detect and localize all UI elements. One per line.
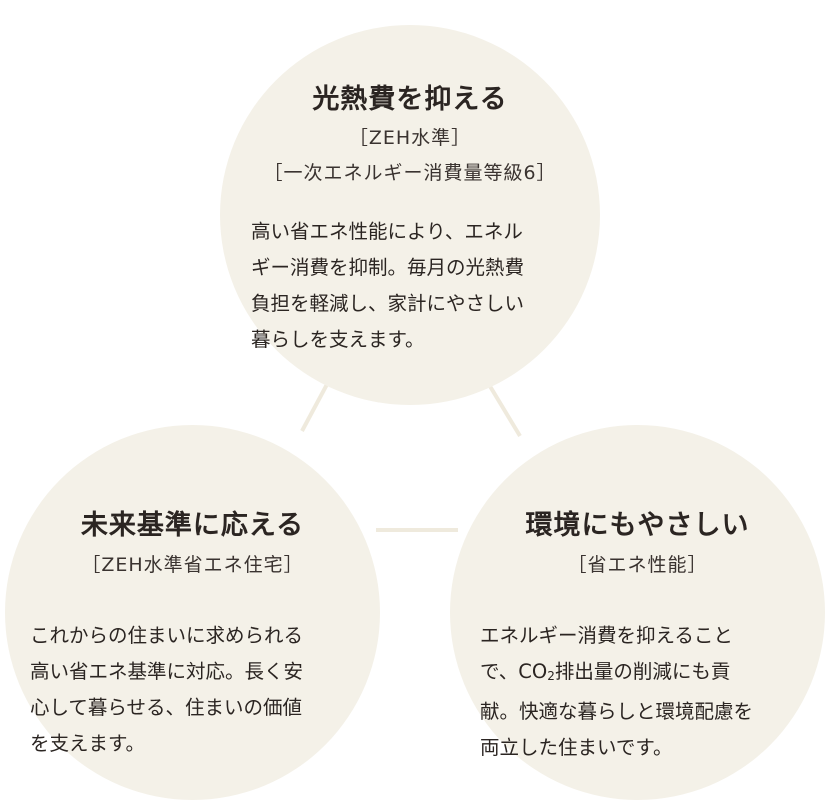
top-subtitle-energy-grade: ［一次エネルギー消費量等級6］ [263, 162, 557, 184]
emission-text: 排出量の削減にも貢 [554, 660, 731, 683]
top-description-line: 暮らしを支えます。 [251, 328, 425, 351]
co2-subscript: 2 [547, 669, 555, 683]
right-description-line: で、CO2排出量の削減にも貢 [480, 654, 753, 694]
circle-future-standard: 未来基準に応える ［ZEH水準省エネ住宅］ これからの住まいに求められる 高い省… [5, 425, 380, 800]
left-description-line: 高い省エネ基準に対応。長く安 [30, 660, 304, 683]
left-description-line: 心して暮らせる、住まいの価値 [30, 696, 303, 719]
right-subtitle: ［省エネ性能］ [567, 554, 708, 576]
top-description: 高い省エネ性能により、エネル ギー消費を抑制。毎月の光熱費 負担を軽減し、家計に… [251, 214, 524, 358]
co2-text: で、CO [480, 660, 548, 683]
right-title: 環境にもやさしい [525, 510, 750, 541]
top-description-line: 負担を軽減し、家計にやさしい [251, 292, 525, 315]
top-subtitle-zeh: ［ZEH水準］ [348, 127, 472, 149]
right-description-line: エネルギー消費を抑えること [480, 624, 733, 647]
left-description: これからの住まいに求められる 高い省エネ基準に対応。長く安 心して暮らせる、住ま… [30, 618, 303, 762]
left-description-line: これからの住まいに求められる [30, 624, 304, 647]
top-description-line: ギー消費を抑制。毎月の光熱費 [251, 256, 525, 279]
right-description: エネルギー消費を抑えること で、CO2排出量の削減にも貢 献。快適な暮らしと環境… [480, 618, 753, 766]
circle-reduce-utility-costs: 光熱費を抑える ［ZEH水準］ ［一次エネルギー消費量等級6］ 高い省エネ性能に… [220, 25, 600, 405]
left-description-line: を支えます。 [30, 732, 146, 755]
top-description-line: 高い省エネ性能により、エネル [251, 220, 523, 243]
right-description-line: 両立した住まいです。 [480, 736, 673, 759]
circle-eco-friendly: 環境にもやさしい ［省エネ性能］ エネルギー消費を抑えること で、CO2排出量の… [450, 425, 825, 800]
left-subtitle: ［ZEH水準省エネ住宅］ [81, 554, 304, 576]
right-description-line: 献。快適な暮らしと環境配慮を [480, 700, 754, 723]
left-title: 未来基準に応える [80, 510, 305, 541]
top-title: 光熱費を抑える [312, 84, 508, 115]
